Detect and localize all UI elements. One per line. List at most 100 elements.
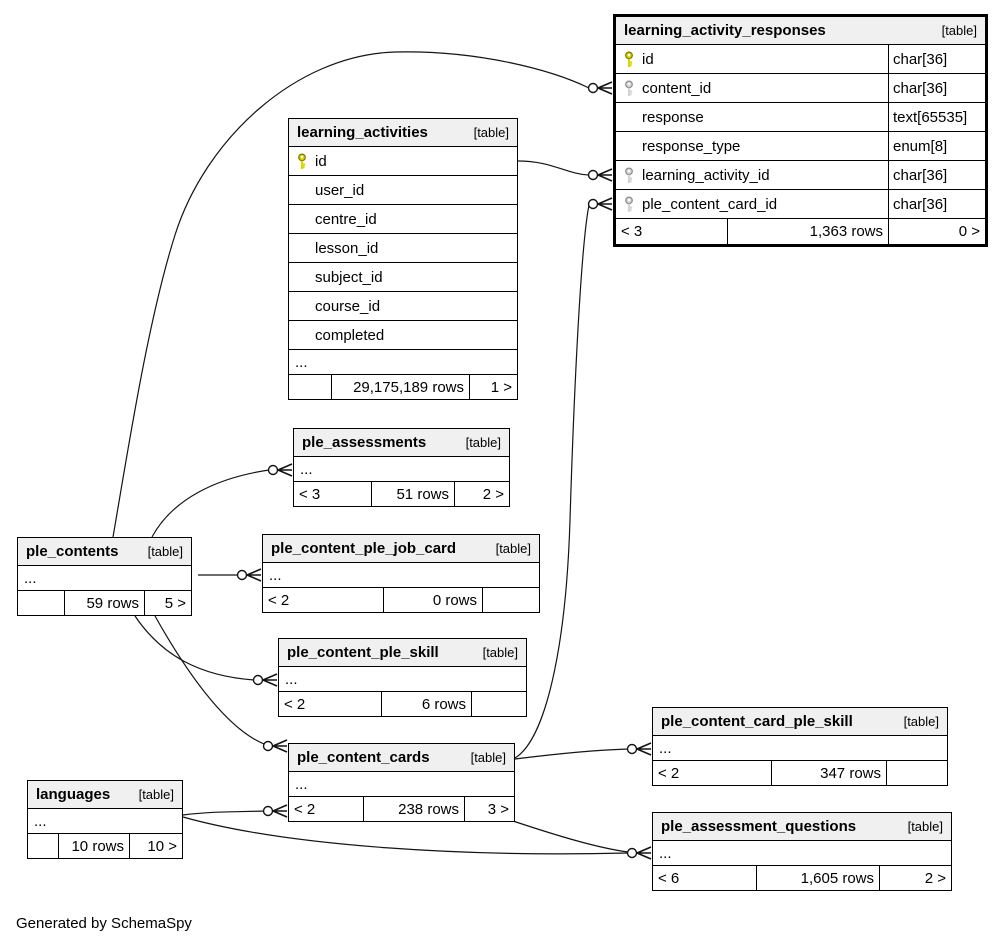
column-type: char[36] bbox=[888, 74, 985, 102]
table-footer: < 2 238 rows 3 > bbox=[289, 797, 514, 821]
table-title[interactable]: ple_assessments bbox=[302, 434, 427, 451]
column-name: course_id bbox=[315, 297, 381, 315]
footer-parents-count: 3 > bbox=[464, 797, 514, 821]
table-badge: [table] bbox=[903, 714, 939, 729]
footer-row-count: 1,363 rows bbox=[727, 219, 888, 244]
zero-circle-marker bbox=[236, 82, 638, 859]
footer-children-count: < 6 bbox=[658, 869, 680, 887]
table-footer: 29,175,189 rows 1 > bbox=[289, 375, 517, 399]
table-languages[interactable]: languages [table] ... 10 rows 10 > bbox=[27, 780, 183, 859]
footer-children-count bbox=[28, 834, 58, 858]
column-name: learning_activity_id bbox=[642, 166, 770, 184]
table-badge: [table] bbox=[482, 645, 518, 660]
column-row[interactable]: ple_content_card_id char[36] bbox=[616, 190, 985, 219]
column-name: user_id bbox=[315, 181, 365, 199]
table-title[interactable]: languages bbox=[36, 786, 111, 803]
table-badge: [table] bbox=[147, 544, 183, 559]
no-key-spacer bbox=[296, 211, 308, 228]
column-name: id bbox=[315, 152, 327, 170]
column-row[interactable]: user_id bbox=[289, 176, 517, 205]
footer-row-count: 347 rows bbox=[771, 761, 886, 785]
table-title[interactable]: ple_content_ple_job_card bbox=[271, 540, 457, 557]
column-row[interactable]: content_id char[36] bbox=[616, 74, 985, 103]
column-row[interactable]: centre_id bbox=[289, 205, 517, 234]
table-ple-contents[interactable]: ple_contents [table] ... 59 rows 5 > bbox=[17, 537, 192, 616]
table-header[interactable]: languages [table] bbox=[28, 781, 182, 809]
column-row[interactable]: course_id bbox=[289, 292, 517, 321]
table-badge: [table] bbox=[465, 435, 501, 450]
footer-children-count: < 2 bbox=[294, 800, 316, 818]
table-title[interactable]: learning_activities bbox=[297, 124, 428, 141]
table-ple-assessments[interactable]: ple_assessments [table] ... < 3 51 rows … bbox=[293, 428, 510, 507]
column-row[interactable]: response_type enum[8] bbox=[616, 132, 985, 161]
column-row[interactable]: learning_activity_id char[36] bbox=[616, 161, 985, 190]
table-header[interactable]: ple_content_cards [table] bbox=[289, 744, 514, 772]
column-type: char[36] bbox=[888, 161, 985, 189]
column-row[interactable]: completed bbox=[289, 321, 517, 350]
footer-children-count: < 2 bbox=[284, 695, 306, 713]
footer-row-count: 59 rows bbox=[64, 591, 144, 615]
table-badge: [table] bbox=[473, 125, 509, 140]
foreign-key-icon bbox=[625, 167, 633, 183]
footer-children-count: < 3 bbox=[299, 485, 321, 503]
column-name: id bbox=[642, 50, 654, 68]
footer-parents-count bbox=[482, 588, 539, 612]
table-title[interactable]: learning_activity_responses bbox=[624, 22, 826, 39]
table-title[interactable]: ple_content_cards bbox=[297, 749, 430, 766]
primary-key-icon bbox=[298, 153, 306, 169]
table-footer: < 2 347 rows bbox=[653, 761, 947, 785]
no-key-spacer bbox=[296, 269, 308, 286]
hidden-columns-ellipsis: ... bbox=[294, 457, 509, 482]
table-ple-assessment-questions[interactable]: ple_assessment_questions [table] ... < 6… bbox=[652, 812, 952, 891]
footer-parents-count: 1 > bbox=[469, 375, 517, 399]
hidden-columns-ellipsis: ... bbox=[28, 809, 182, 834]
column-type: enum[8] bbox=[888, 132, 985, 160]
hidden-columns-ellipsis: ... bbox=[653, 841, 951, 866]
hidden-columns-ellipsis: ... bbox=[263, 563, 539, 588]
table-ple-content-ple-skill[interactable]: ple_content_ple_skill [table] ... < 2 6 … bbox=[278, 638, 527, 717]
table-header[interactable]: learning_activities [table] bbox=[289, 119, 517, 147]
footer-row-count: 51 rows bbox=[371, 482, 454, 506]
table-header[interactable]: ple_content_ple_skill [table] bbox=[279, 639, 526, 667]
table-learning-activity-responses[interactable]: learning_activity_responses [table] id c… bbox=[613, 14, 988, 247]
table-ple-content-ple-job-card[interactable]: ple_content_ple_job_card [table] ... < 2… bbox=[262, 534, 540, 613]
table-footer: < 2 6 rows bbox=[279, 692, 526, 716]
table-title[interactable]: ple_contents bbox=[26, 543, 119, 560]
column-type: char[36] bbox=[888, 45, 985, 73]
table-ple-content-cards[interactable]: ple_content_cards [table] ... < 2 238 ro… bbox=[288, 743, 515, 822]
footer-children-count: < 2 bbox=[268, 591, 290, 609]
table-learning-activities[interactable]: learning_activities [table] id user_id c… bbox=[288, 118, 518, 400]
table-ple-content-card-ple-skill[interactable]: ple_content_card_ple_skill [table] ... <… bbox=[652, 707, 948, 786]
hidden-columns-ellipsis: ... bbox=[18, 566, 191, 591]
column-row[interactable]: id bbox=[289, 147, 517, 176]
table-header[interactable]: learning_activity_responses [table] bbox=[616, 17, 985, 45]
footer-children-count bbox=[289, 375, 331, 399]
table-title[interactable]: ple_assessment_questions bbox=[661, 818, 857, 835]
footer-children-count: < 3 bbox=[621, 223, 643, 240]
column-row[interactable]: response text[65535] bbox=[616, 103, 985, 132]
column-name: subject_id bbox=[315, 268, 383, 286]
edge-languages-to-assessment-questions bbox=[182, 816, 629, 855]
column-name: centre_id bbox=[315, 210, 377, 228]
foreign-key-icon bbox=[625, 80, 633, 96]
footer-row-count: 1,605 rows bbox=[756, 866, 879, 890]
edge-ple-content-cards-to-lar bbox=[514, 204, 590, 759]
edge-ple-contents-to-ple-skill bbox=[134, 615, 255, 681]
table-title[interactable]: ple_content_card_ple_skill bbox=[661, 713, 853, 730]
table-header[interactable]: ple_assessments [table] bbox=[294, 429, 509, 457]
no-key-spacer bbox=[296, 298, 308, 315]
column-name: completed bbox=[315, 326, 385, 344]
footer-parents-count: 2 > bbox=[454, 482, 509, 506]
table-footer: < 3 51 rows 2 > bbox=[294, 482, 509, 506]
column-name: content_id bbox=[642, 79, 712, 97]
table-title[interactable]: ple_content_ple_skill bbox=[287, 644, 439, 661]
table-header[interactable]: ple_content_ple_job_card [table] bbox=[263, 535, 539, 563]
table-header[interactable]: ple_assessment_questions [table] bbox=[653, 813, 951, 841]
column-row[interactable]: subject_id bbox=[289, 263, 517, 292]
table-header[interactable]: ple_content_card_ple_skill [table] bbox=[653, 708, 947, 736]
column-row[interactable]: lesson_id bbox=[289, 234, 517, 263]
column-row[interactable]: id char[36] bbox=[616, 45, 985, 74]
edge-content-cards-to-assessment-questions bbox=[512, 820, 629, 853]
table-header[interactable]: ple_contents [table] bbox=[18, 538, 191, 566]
generator-note: Generated by SchemaSpy bbox=[16, 915, 192, 932]
